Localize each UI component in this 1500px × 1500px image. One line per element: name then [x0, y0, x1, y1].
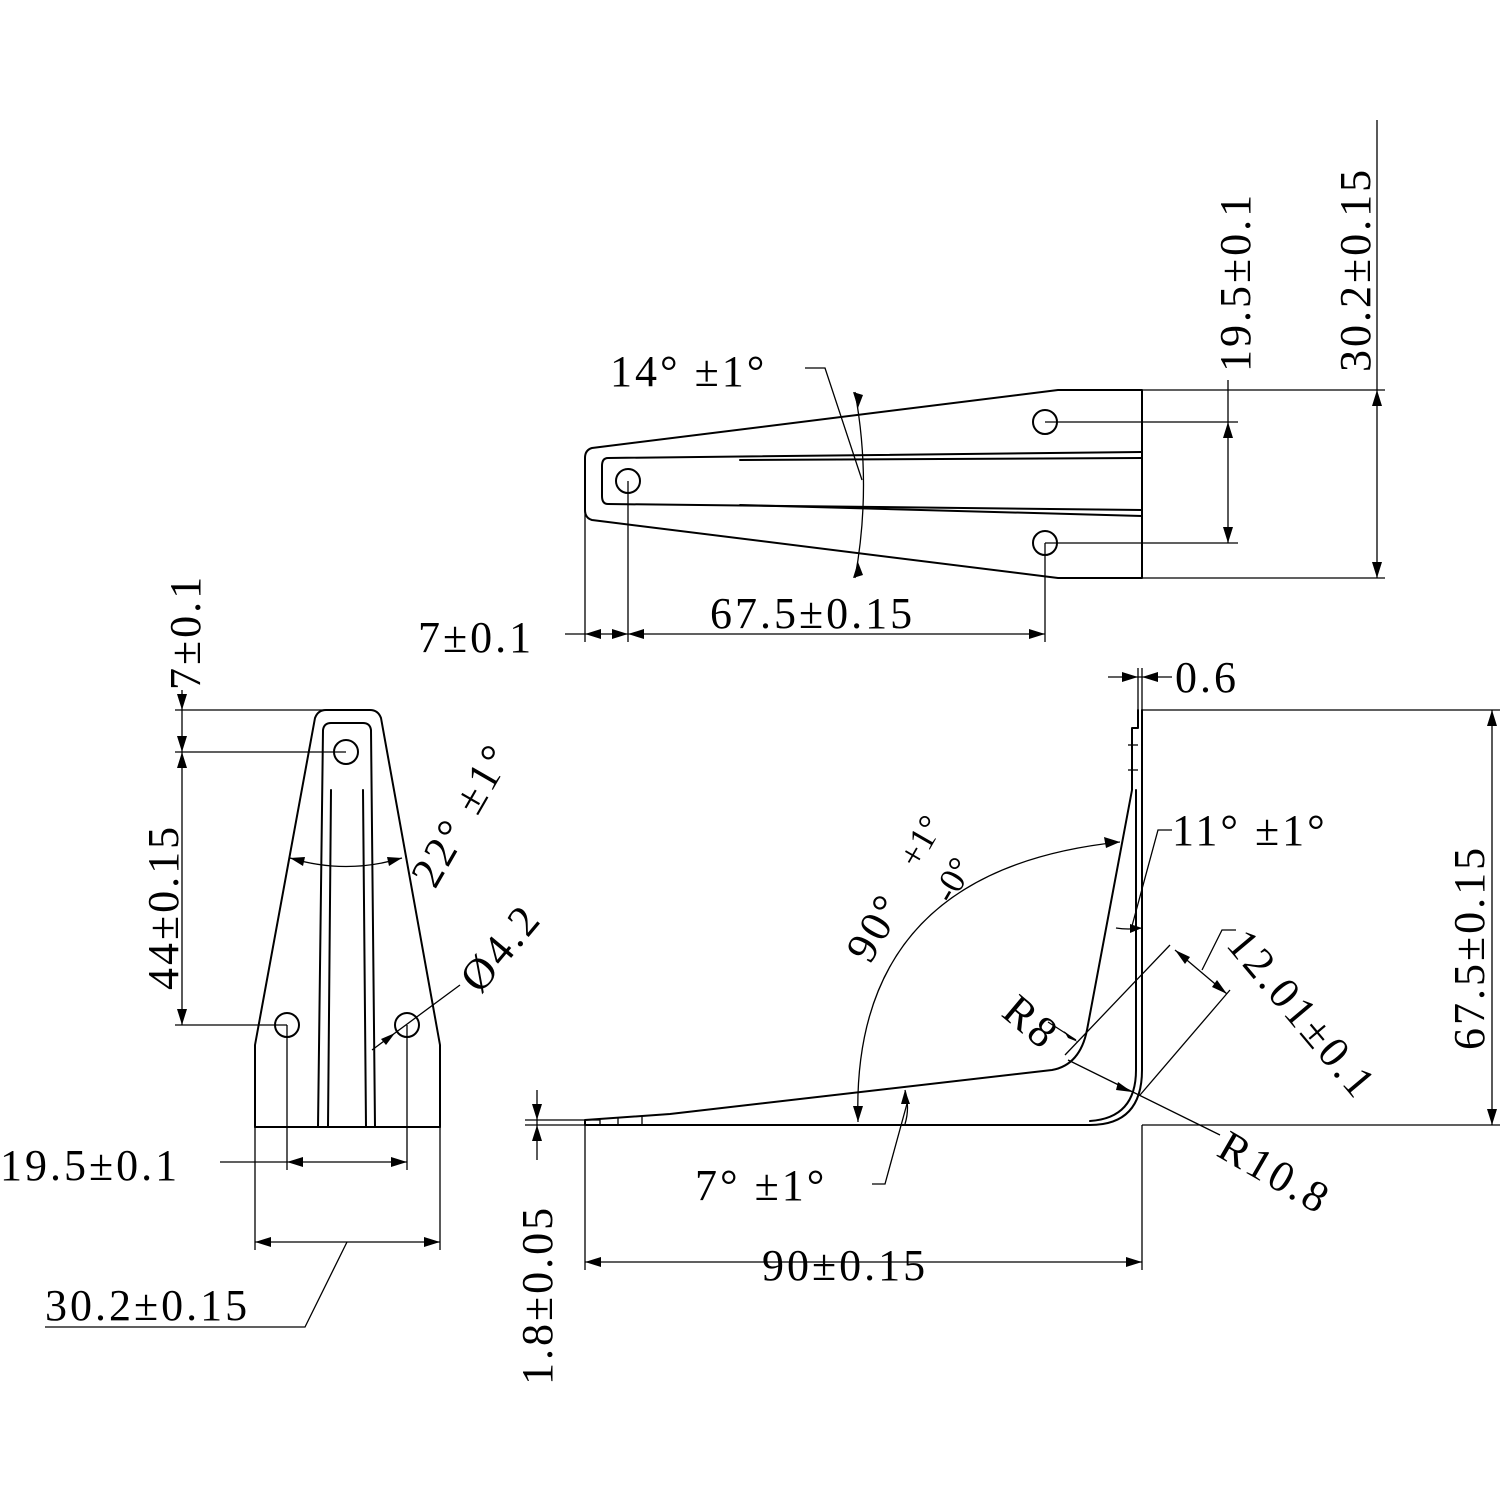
- side-view-inner-bend: [1089, 789, 1137, 1122]
- r10-label: R10.8: [1210, 1121, 1340, 1224]
- side-view-labels: 0.6 67.5±0.15 90° +1° -0° 11° ±1° 12.01±…: [513, 653, 1494, 1385]
- left-width-label: 30.2±0.15: [45, 1281, 250, 1330]
- hole-dia-label: Ø4.2: [450, 894, 551, 1001]
- chord-label: 12.01±0.1: [1217, 920, 1386, 1109]
- top-view-labels: 14° ±1° 19.5±0.1 30.2±0.15 67.5±0.15 7±0…: [418, 167, 1380, 662]
- top-view-rib-lower: [739, 504, 1143, 517]
- top-angle-label: 14° ±1°: [610, 347, 767, 396]
- angle-11-label: 11° ±1°: [1172, 806, 1328, 855]
- top-view-rib-upper: [739, 457, 1143, 461]
- top-view: [565, 120, 1385, 642]
- left-angle-label: 22° ±1°: [401, 734, 522, 895]
- left-top-offset-label: 7±0.1: [161, 574, 210, 690]
- side-view: [525, 668, 1500, 1270]
- top-width-label: 30.2±0.15: [1331, 167, 1380, 372]
- angle-7-label: 7° ±1°: [695, 1161, 827, 1210]
- bend-angle-label: 90°: [836, 884, 914, 970]
- front-view-slot: [317, 722, 376, 1128]
- front-view-outline: [254, 709, 441, 1128]
- top-view-slot: [601, 451, 1143, 511]
- top-length-label: 67.5±0.15: [710, 589, 915, 638]
- thickness-label: 1.8±0.05: [513, 1205, 562, 1385]
- front-view-labels: 7±0.1 44±0.15 22° ±1° Ø4.2 19.5±0.1 30.2…: [0, 574, 551, 1330]
- left-hole-length-label: 44±0.15: [139, 824, 188, 990]
- top-offset-label: 7±0.1: [418, 613, 534, 662]
- base-length-label: 90±0.15: [762, 1241, 928, 1290]
- side-height-label: 67.5±0.15: [1445, 845, 1494, 1050]
- r8-label: R8: [994, 985, 1069, 1059]
- left-hole-spacing-label: 19.5±0.1: [0, 1141, 180, 1190]
- front-view: [45, 690, 461, 1328]
- step-thickness-label: 0.6: [1175, 653, 1239, 702]
- top-hole-spacing-label: 19.5±0.1: [1211, 192, 1260, 372]
